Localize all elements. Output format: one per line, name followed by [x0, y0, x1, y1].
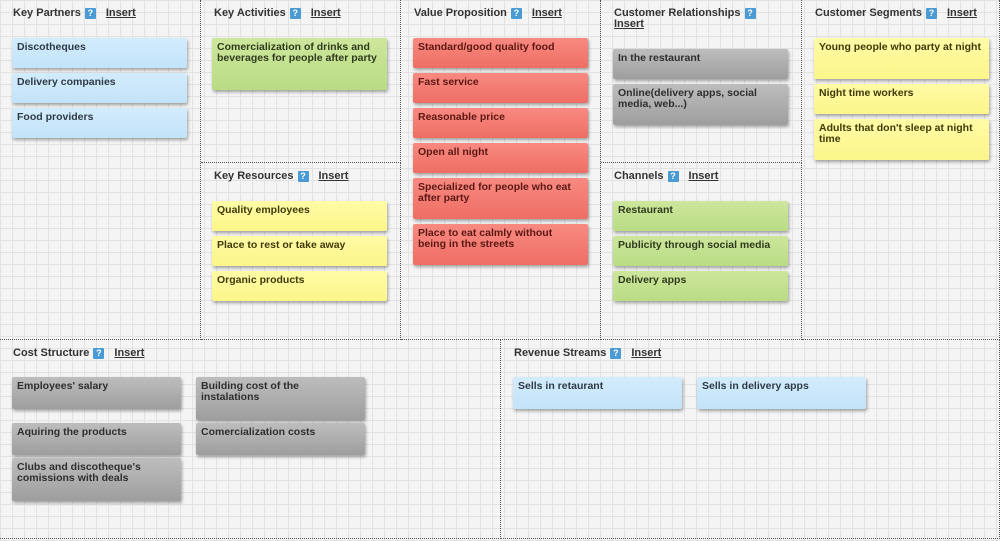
sticky-note[interactable]: Young people who party at night — [814, 38, 989, 79]
sticky-note[interactable]: Reasonable price — [413, 108, 588, 138]
insert-link[interactable]: Insert — [105, 7, 136, 19]
sticky-note[interactable]: Organic products — [212, 271, 387, 301]
help-icon[interactable]: ? — [84, 8, 96, 19]
section-key-activities: Key Activities? Insert Comercialization o… — [201, 0, 401, 163]
help-icon[interactable]: ? — [93, 348, 105, 359]
section-value-proposition: Value Proposition? Insert Standard/good q… — [401, 0, 601, 340]
sticky-note[interactable]: Quality employees — [212, 201, 387, 231]
sticky-note[interactable]: Place to rest or take away — [212, 236, 387, 266]
insert-link[interactable]: Insert — [114, 347, 145, 359]
sticky-note[interactable]: Fast service — [413, 73, 588, 103]
insert-link[interactable]: Insert — [631, 347, 662, 359]
help-icon[interactable]: ? — [610, 348, 622, 359]
help-icon[interactable]: ? — [744, 8, 756, 19]
sticky-note[interactable]: Online(delivery apps, social media, web.… — [613, 84, 788, 125]
sticky-note[interactable]: Delivery companies — [12, 73, 187, 103]
sticky-note[interactable]: Publicity through social media — [613, 236, 788, 266]
sticky-note[interactable]: Restaurant — [613, 201, 788, 231]
section-title: Customer Segments — [815, 7, 922, 19]
section-title: Customer Relationships — [614, 7, 741, 19]
sticky-note[interactable]: Aquiring the products — [12, 423, 181, 455]
section-header: Key Partners? Insert — [13, 8, 136, 19]
section-key-partners: Key Partners? Insert Discotheques Deliver… — [0, 0, 201, 340]
insert-link[interactable]: Insert — [531, 7, 562, 19]
section-header: Customer Segments? Insert — [815, 8, 977, 19]
sticky-note[interactable]: Building cost of the instalations — [196, 377, 365, 420]
sticky-note[interactable]: Standard/good quality food — [413, 38, 588, 68]
help-icon[interactable]: ? — [297, 171, 309, 182]
section-key-resources: Key Resources? Insert Quality employees P… — [201, 163, 401, 340]
section-header: Customer Relationships? Insert — [614, 8, 756, 30]
section-header: Cost Structure? Insert — [13, 348, 144, 359]
sticky-note[interactable]: Delivery apps — [613, 271, 788, 301]
sticky-note[interactable]: Comercialization costs — [196, 423, 365, 455]
help-icon[interactable]: ? — [510, 8, 522, 19]
insert-link[interactable]: Insert — [946, 7, 977, 19]
insert-link[interactable]: Insert — [614, 18, 644, 30]
sticky-note[interactable]: Place to eat calmly without being in the… — [413, 224, 588, 265]
sticky-note[interactable]: Sells in retaurant — [513, 377, 682, 409]
sticky-note[interactable]: Adults that don't sleep at night time — [814, 119, 989, 160]
section-title: Value Proposition — [414, 7, 507, 19]
section-title: Key Activities — [214, 7, 286, 19]
sticky-note[interactable]: Sells in delivery apps — [697, 377, 866, 409]
section-cost-structure: Cost Structure?Insert Employees' salary … — [0, 340, 501, 539]
section-revenue-streams: Revenue Streams? Insert Sells in retauran… — [501, 340, 1000, 539]
section-title: Channels — [614, 170, 664, 182]
sticky-note[interactable]: Comercialization of drinks and beverages… — [212, 38, 387, 90]
sticky-note[interactable]: In the restaurant — [613, 49, 788, 79]
section-title: Key Resources — [214, 170, 294, 182]
section-customer-segments: Customer Segments? Insert Young people wh… — [802, 0, 1000, 340]
help-icon[interactable]: ? — [667, 171, 679, 182]
insert-link[interactable]: Insert — [310, 7, 341, 19]
section-header: Revenue Streams? Insert — [514, 348, 661, 359]
sticky-note[interactable]: Clubs and discotheque's comissions with … — [12, 458, 181, 501]
insert-link[interactable]: Insert — [318, 170, 349, 182]
sticky-note[interactable]: Night time workers — [814, 84, 989, 114]
insert-link[interactable]: Insert — [688, 170, 719, 182]
section-channels: Channels? Insert Restaurant Publicity thr… — [601, 163, 802, 340]
section-title: Key Partners — [13, 7, 81, 19]
sticky-note[interactable]: Open all night — [413, 143, 588, 173]
section-title: Revenue Streams — [514, 347, 607, 359]
section-header: Value Proposition? Insert — [414, 8, 562, 19]
sticky-note[interactable]: Food providers — [12, 108, 187, 138]
help-icon[interactable]: ? — [925, 8, 937, 19]
section-header: Key Resources? Insert — [214, 171, 348, 182]
section-title: Cost Structure — [13, 347, 90, 359]
section-header: Key Activities? Insert — [214, 8, 341, 19]
help-icon[interactable]: ? — [289, 8, 301, 19]
sticky-note[interactable]: Specialized for people who eat after par… — [413, 178, 588, 219]
section-header: Channels? Insert — [614, 171, 718, 182]
sticky-note[interactable]: Employees' salary — [12, 377, 181, 409]
sticky-note[interactable]: Discotheques — [12, 38, 187, 68]
section-customer-relationships: Customer Relationships? Insert In the res… — [601, 0, 802, 163]
